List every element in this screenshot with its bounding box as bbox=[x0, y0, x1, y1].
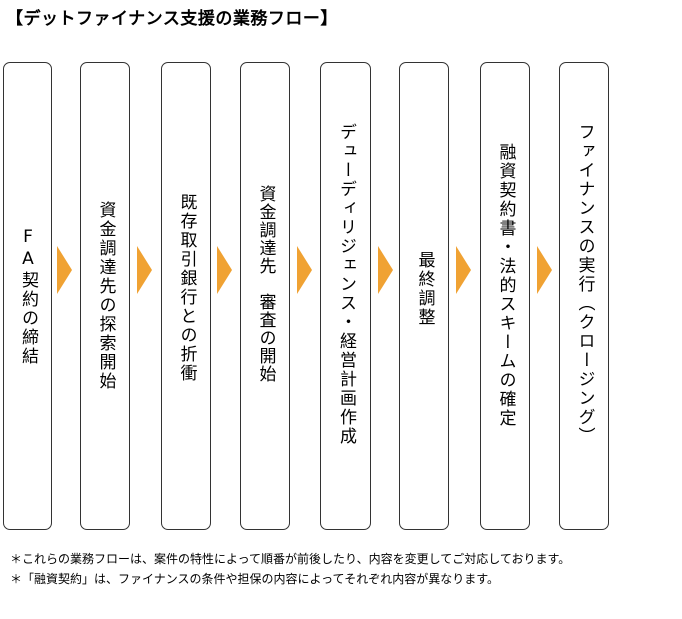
footnote: ＊「融資契約」は、ファイナンスの条件や担保の内容によってそれぞれ内容が異なります… bbox=[10, 572, 500, 586]
footnote: ＊これらの業務フローは、案件の特性によって順番が前後したり、内容を変更してご対応… bbox=[10, 552, 571, 566]
flow-arrow-right-icon bbox=[137, 246, 152, 294]
flow-arrow-right-icon bbox=[537, 246, 552, 294]
flow-step-fa-contract: FA契約の締結 bbox=[3, 62, 52, 530]
flow-step-label: 既存取引銀行との折衝 bbox=[176, 193, 197, 383]
flow-arrow-right-icon bbox=[456, 246, 471, 294]
flow-step-loan-agreement: 融資契約書・法的スキームの確定 bbox=[480, 62, 530, 530]
flow-step-label: デューディリジェンス・経営計画作成 bbox=[336, 123, 356, 446]
footnotes: ＊これらの業務フローは、案件の特性によって順番が前後したり、内容を変更してご対応… bbox=[10, 549, 570, 589]
flow-step-label: 資金調達先の探索開始 bbox=[95, 201, 116, 391]
flow-diagram: FA契約の締結 資金調達先の探索開始 既存取引銀行との折衝 資金調達先 審査の開… bbox=[3, 62, 609, 530]
flow-step-label: ファイナンスの実行（クロージング） bbox=[574, 123, 595, 446]
diagram-title: 【デットファイナンス支援の業務フロー】 bbox=[6, 9, 338, 29]
flow-step-lender-review: 資金調達先 審査の開始 bbox=[240, 62, 290, 530]
flow-arrow-right-icon bbox=[57, 246, 72, 294]
flow-arrow-right-icon bbox=[217, 246, 232, 294]
flow-step-closing: ファイナンスの実行（クロージング） bbox=[559, 62, 609, 530]
flow-step-lender-search: 資金調達先の探索開始 bbox=[80, 62, 130, 530]
flow-step-label: 最終調整 bbox=[414, 251, 435, 327]
flow-step-existing-bank-negotiation: 既存取引銀行との折衝 bbox=[161, 62, 211, 530]
flow-step-label: 融資契約書・法的スキームの確定 bbox=[495, 143, 516, 428]
flow-step-label: FA契約の締結 bbox=[18, 226, 38, 366]
flow-step-label: 資金調達先 審査の開始 bbox=[255, 185, 276, 383]
flow-step-final-adjustment: 最終調整 bbox=[399, 62, 449, 530]
flow-arrow-right-icon bbox=[297, 246, 312, 294]
flow-step-due-diligence: デューディリジェンス・経営計画作成 bbox=[320, 62, 371, 530]
flow-arrow-right-icon bbox=[378, 246, 393, 294]
